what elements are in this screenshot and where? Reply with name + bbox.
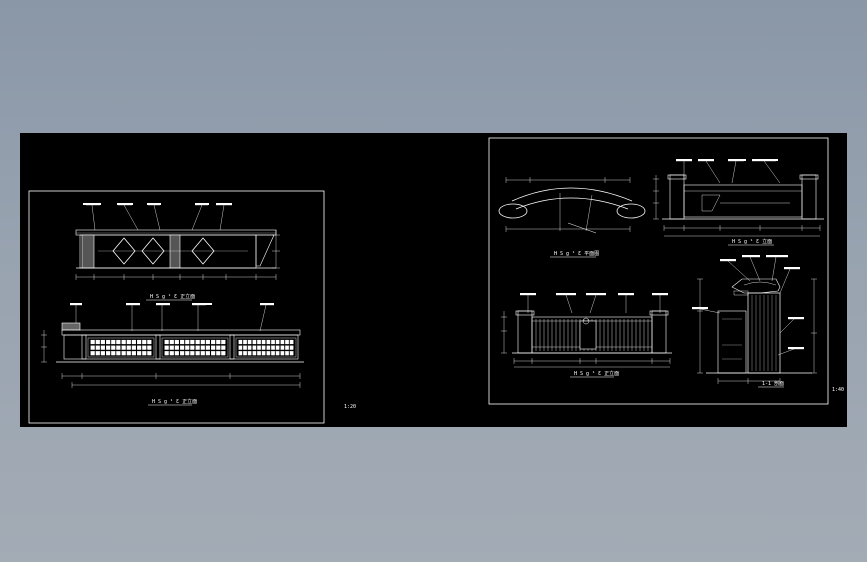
right-sheet-scale: 1:40 [832, 387, 844, 393]
view-d-title: H S g ¹ Ɛ 立面 [732, 238, 772, 245]
view-c-gate-plan: H S g ¹ Ɛ 平面图 [498, 177, 646, 258]
view-b-title: H S g ¹ Ɛ 正立面 [152, 398, 197, 405]
view-e-title: H S g ¹ Ɛ 正立面 [574, 370, 619, 377]
view-f-title: 1-1 剖面 [762, 380, 784, 387]
view-b-wall-elevation: H S g ¹ Ɛ 正立面 [41, 303, 304, 406]
view-a-wall-elevation: H S g ¹ Ɛ 正立面 [75, 203, 280, 301]
view-d-gate-elevation: H S g ¹ Ɛ 立面 [653, 159, 824, 246]
view-a-title: H S g ¹ Ɛ 正立面 [150, 293, 195, 300]
left-sheet-scale: 1:20 [344, 404, 356, 410]
right-sheet-frame [488, 137, 829, 405]
cad-drawing-sheet[interactable]: H S g ¹ Ɛ 正立面 [20, 133, 847, 427]
view-f-pillar-section: 1-1 剖面 [692, 255, 817, 388]
left-sheet-frame [28, 190, 325, 424]
view-e-gate-elevation: H S g ¹ Ɛ 正立面 [501, 293, 672, 378]
view-c-title: H S g ¹ Ɛ 平面图 [554, 251, 599, 257]
